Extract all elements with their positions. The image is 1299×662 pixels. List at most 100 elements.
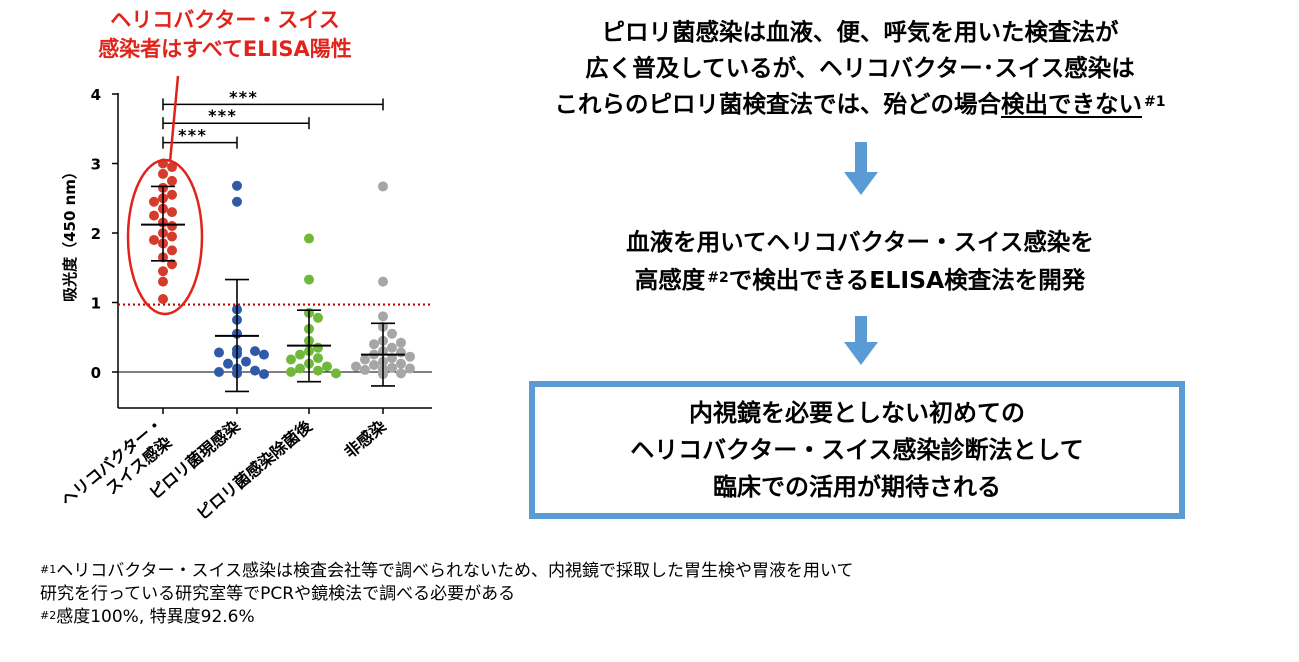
footnote-1-mark: #1 <box>40 563 57 576</box>
footnote-ref-2: #2 <box>707 270 729 286</box>
footnote-2-mark: #2 <box>40 609 57 622</box>
data-point <box>214 347 224 358</box>
data-point <box>396 347 406 358</box>
data-point <box>167 207 177 218</box>
data-point <box>232 180 242 191</box>
footnote-1-line-2: 研究を行っている研究室等でPCRや鏡検法で調べる必要がある <box>40 584 516 604</box>
data-point <box>149 234 159 245</box>
data-point <box>167 245 177 256</box>
data-point <box>378 181 388 192</box>
data-point <box>167 259 177 270</box>
data-point <box>223 358 233 369</box>
data-point <box>149 210 159 221</box>
footnote-2-text: 感度100%, 特異度92.6% <box>56 607 255 627</box>
footnote-2: #2感度100%, 特異度92.6% <box>40 606 1290 629</box>
data-point <box>158 168 168 179</box>
annotation-line-2: 感染者はすべてELISA陽性 <box>98 37 352 61</box>
data-point <box>387 362 397 373</box>
footnote-ref-1: #1 <box>1144 94 1166 110</box>
data-point <box>295 363 305 374</box>
significance-label: *** <box>208 106 237 125</box>
data-point <box>167 175 177 186</box>
data-point <box>259 349 269 360</box>
data-point <box>250 365 260 376</box>
down-arrow-icon <box>844 316 878 365</box>
significance-label: *** <box>178 126 207 145</box>
problem-line-3-text: これらのピロリ菌検査法では、殆どの場合 <box>554 90 1002 118</box>
problem-statement: ピロリ菌感染は血液、便、呼気を用いた検査法が 広く普及しているが、ヘリコバクター… <box>420 14 1299 122</box>
result-line-1: 内視鏡を必要としない初めての <box>688 398 1025 427</box>
data-point <box>378 276 388 287</box>
data-point <box>351 361 361 372</box>
data-point <box>232 196 242 207</box>
result-line-2: ヘリコバクター・スイス感染診断法として <box>630 435 1084 464</box>
data-point <box>405 363 415 374</box>
development-line-2-pre: 高感度 <box>634 266 706 294</box>
development-line-2-post: で検出できるELISA検査法を開発 <box>728 266 1086 294</box>
significance-label: *** <box>229 87 258 106</box>
development-line-1: 血液を用いてヘリコバクター・スイス感染を <box>626 228 1094 256</box>
data-point <box>396 358 406 369</box>
data-point <box>167 231 177 242</box>
problem-line-3: これらのピロリ菌検査法では、殆どの場合検出できない#1 <box>420 86 1299 122</box>
data-point <box>378 311 388 322</box>
development-statement: 血液を用いてヘリコバクター・スイス感染を 高感度#2で検出できるELISA検査法… <box>420 223 1299 299</box>
data-point <box>167 161 177 172</box>
footnotes: #1ヘリコバクター・スイス感染は検査会社等で調べられないため、内視鏡で採取した胃… <box>40 560 1290 629</box>
data-point <box>304 233 314 244</box>
data-point <box>396 368 406 379</box>
data-point <box>405 351 415 362</box>
y-axis-label: 吸光度（450 nm） <box>61 164 79 302</box>
result-box: 内視鏡を必要としない初めての ヘリコバクター・スイス感染診断法として 臨床での活… <box>529 381 1185 519</box>
highlight-ellipse <box>126 158 204 316</box>
y-tick-label: 4 <box>91 86 101 104</box>
annotation-line-1: ヘリコバクター・スイス <box>110 8 340 32</box>
result-text: 内視鏡を必要としない初めての ヘリコバクター・スイス感染診断法として 臨床での活… <box>630 395 1084 506</box>
annotation-callout: ヘリコバクター・スイス 感染者はすべてELISA陽性 <box>40 6 410 64</box>
data-point <box>158 294 168 305</box>
data-point <box>313 312 323 323</box>
data-point <box>259 369 269 380</box>
data-point <box>313 365 323 376</box>
category-label: ヘリコバクター・スイス感染 <box>57 413 180 525</box>
data-point <box>304 274 314 285</box>
data-point <box>387 342 397 353</box>
y-tick-label: 0 <box>91 364 101 382</box>
problem-line-2: 広く普及しているが、ヘリコバクター･スイス感染は <box>585 54 1135 82</box>
data-point <box>387 328 397 339</box>
data-point <box>167 189 177 200</box>
data-point <box>360 364 370 375</box>
down-arrow-icon <box>844 142 878 195</box>
data-point <box>149 196 159 207</box>
data-point <box>214 367 224 377</box>
development-line-2: 高感度#2で検出できるELISA検査法を開発 <box>420 261 1299 299</box>
problem-line-1: ピロリ菌感染は血液、便、呼気を用いた検査法が <box>601 18 1119 46</box>
data-point <box>295 349 305 360</box>
data-point <box>313 353 323 364</box>
data-point <box>331 368 341 379</box>
problem-line-3-underlined: 検出できない <box>1001 90 1142 118</box>
data-point <box>360 354 370 365</box>
category-label-line: 非感染 <box>341 416 391 462</box>
y-tick-label: 1 <box>91 295 101 313</box>
footnote-1-text: ヘリコバクター・スイス感染は検査会社等で調べられないため、内視鏡で採取した胃生検… <box>56 561 854 581</box>
data-point <box>286 367 296 377</box>
footnote-1-line-1: #1ヘリコバクター・スイス感染は検査会社等で調べられないため、内視鏡で採取した胃… <box>40 560 1290 583</box>
category-label: 非感染 <box>341 416 391 462</box>
data-point <box>369 339 379 350</box>
y-tick-label: 3 <box>91 156 101 174</box>
data-point <box>322 361 332 372</box>
y-tick-label: 2 <box>91 225 101 243</box>
data-point <box>158 276 168 287</box>
data-point <box>286 354 296 365</box>
data-point <box>369 360 379 371</box>
callout-pointer <box>168 75 180 163</box>
data-point <box>158 266 168 277</box>
data-point <box>313 342 323 353</box>
data-point <box>241 356 251 367</box>
result-line-3: 臨床での活用が期待される <box>712 472 1001 501</box>
data-point <box>250 346 260 357</box>
data-point <box>396 337 406 348</box>
data-point <box>167 221 177 232</box>
